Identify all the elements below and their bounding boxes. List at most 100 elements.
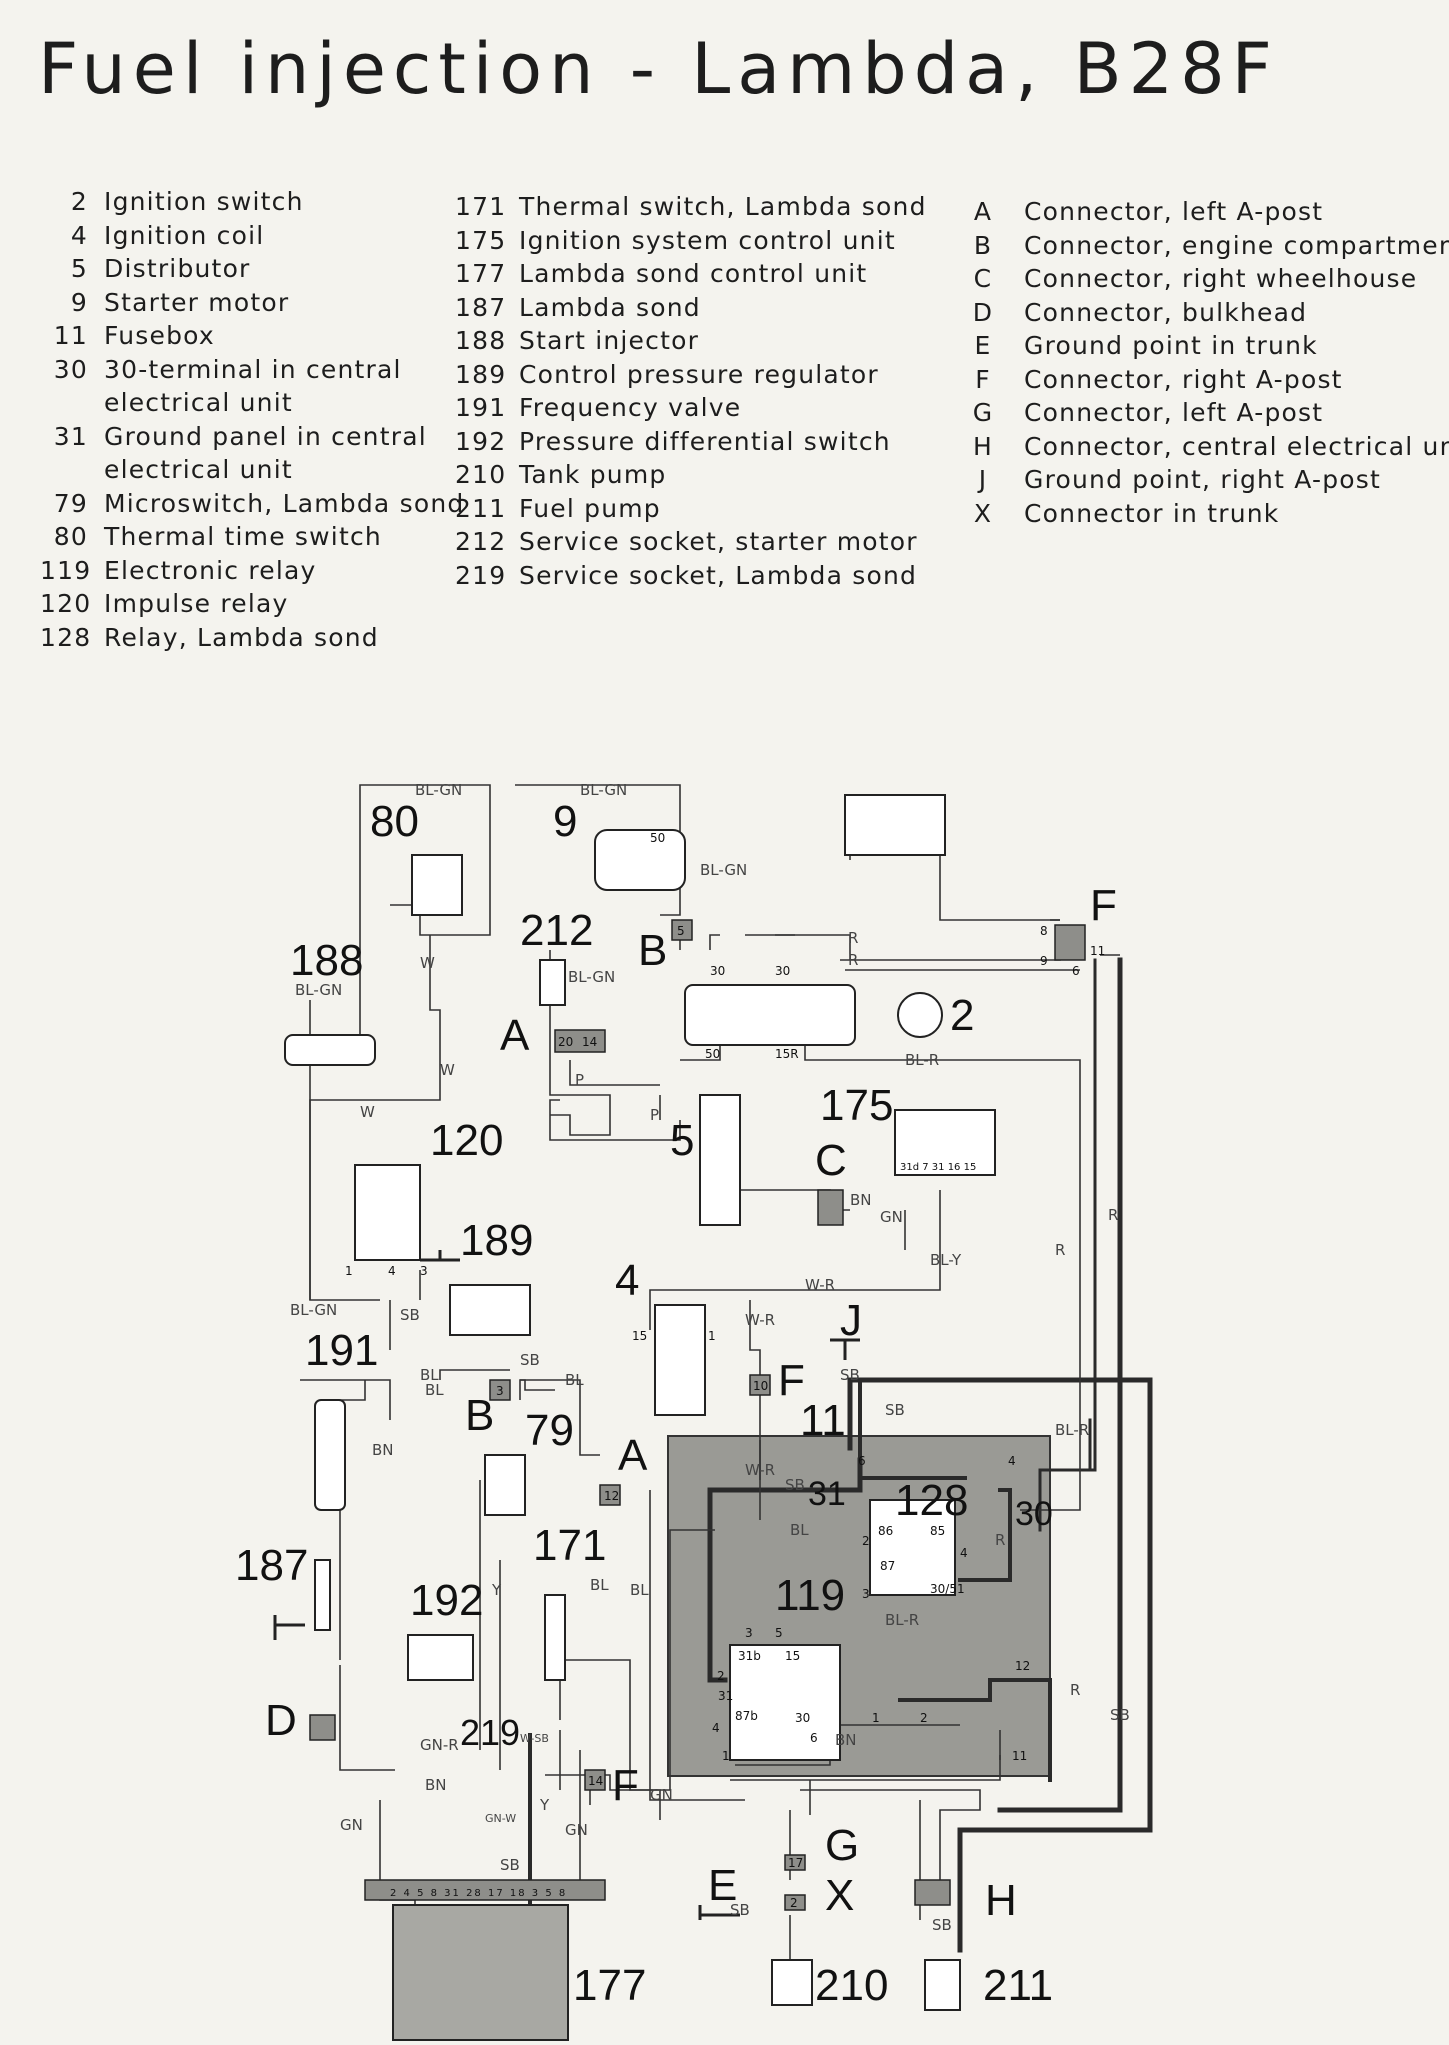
label-c2: 2 <box>950 991 974 1040</box>
legend-component-row: 219 Service socket, Lambda sond <box>455 559 927 593</box>
wire-label: BL <box>425 1381 444 1399</box>
c212-body <box>539 959 566 1006</box>
legend-connector-text: Connector, engine compartment <box>1024 230 1449 260</box>
wire-label: BL-R <box>905 1051 939 1069</box>
c80-body <box>411 854 463 916</box>
legend-connector-key: H <box>973 431 993 461</box>
legend-component-key: 175 <box>455 225 507 255</box>
legend-connector-text: Connector, central electrical unit <box>1024 431 1449 461</box>
legend-connector-text: Connector in trunk <box>1024 498 1280 528</box>
legend-connector-text: Ground point in trunk <box>1024 331 1318 360</box>
connector-B2 <box>489 1379 511 1401</box>
ground-D <box>273 1615 305 1640</box>
c2-key <box>897 992 943 1038</box>
label-c211: 211 <box>983 1961 1053 2010</box>
legend-component-text: Lambda sond control unit <box>519 259 868 288</box>
legend-component-row: 4 Ignition coil <box>40 219 464 253</box>
pin-label: 5 <box>775 1626 783 1640</box>
label-X: X <box>825 1871 854 1920</box>
wire-label: BN <box>850 1191 872 1209</box>
pin-label: 20 <box>558 1035 573 1049</box>
label-c192: 192 <box>410 1576 483 1625</box>
legend-component-text: Ignition coil <box>104 220 265 250</box>
pin-label: 4 <box>1008 1454 1016 1468</box>
pin-label: 3 <box>862 1587 870 1601</box>
label-c219: 219 <box>460 1712 520 1753</box>
legend-component-row: 175 Ignition system control unit <box>455 224 927 258</box>
legend-component-text: Service socket, Lambda sond <box>519 560 918 590</box>
label-J: J <box>840 1296 862 1345</box>
page-title: Fuel injection - Lambda, B28F <box>38 28 1279 110</box>
pin-label: 10 <box>753 1379 768 1393</box>
wire-label: BL-GN <box>580 781 627 799</box>
legend-component-key: 211 <box>455 493 507 523</box>
legend-component-key: 219 <box>455 560 507 590</box>
pin-label: 4 <box>388 1264 396 1278</box>
pin-label: 50 <box>705 1047 720 1061</box>
pin-label: 2 <box>717 1669 725 1683</box>
wire-label: P <box>575 1071 584 1089</box>
legend-component-text: Electronic relay <box>104 555 317 585</box>
pin-label: 1 <box>872 1711 880 1725</box>
legend-component-key: 120 <box>40 589 92 618</box>
pin-label: 6 <box>858 1454 866 1468</box>
legend-connector-row: H Connector, central electrical unit <box>972 430 1449 464</box>
ground-J <box>830 1338 860 1360</box>
label-c210: 210 <box>815 1961 888 2010</box>
connector-B1 <box>671 919 693 941</box>
label-C: C <box>815 1136 847 1185</box>
legend-component-key: 5 <box>70 254 88 283</box>
pin-label: 3 <box>496 1384 504 1398</box>
legend-component-text: Ignition system control unit <box>519 225 896 255</box>
connector-A1 <box>554 1029 606 1053</box>
legend-component-row: 211 Fuel pump <box>455 492 927 526</box>
legend-component-key: 4 <box>70 220 88 250</box>
wire-label: BN <box>835 1731 857 1749</box>
legend-connector-key: G <box>972 398 994 427</box>
c4-body <box>654 1304 706 1416</box>
wire-label: W-R <box>745 1311 775 1329</box>
legend-component-text: Fuel pump <box>519 493 661 523</box>
legend-component-key: 192 <box>455 426 507 456</box>
pin-label: 1 <box>722 1749 730 1763</box>
label-c171: 171 <box>533 1521 606 1570</box>
legend-component-key: 191 <box>455 393 507 422</box>
legend-component-key: 177 <box>455 259 507 288</box>
label-c191: 191 <box>305 1326 378 1375</box>
legend-component-key: 30 <box>53 354 88 384</box>
wire-label: SB <box>885 1401 905 1419</box>
legend-component-text: Distributor <box>104 254 251 283</box>
c189-body <box>449 1284 531 1336</box>
wire-label: BL <box>565 1371 584 1389</box>
label-F2: F <box>778 1356 805 1405</box>
legend-connector-text: Ground point, right A-post <box>1024 465 1382 494</box>
pin-label: 30 <box>710 964 725 978</box>
wire-label: Y <box>491 1581 502 1599</box>
connector-G <box>784 1854 806 1871</box>
label-A2: A <box>618 1431 648 1480</box>
pin-label: 3 <box>745 1626 753 1640</box>
legend-component-text: Lambda sond <box>519 292 701 322</box>
label-c30: 30 <box>1015 1495 1053 1533</box>
legend-component-key: 171 <box>455 192 507 221</box>
wire-label: GN <box>650 1786 673 1804</box>
legend-component-row: 5 Distributor <box>40 252 464 286</box>
label-D: D <box>265 1696 297 1745</box>
pin-labels-175: 31d 7 31 16 15 <box>900 1162 976 1173</box>
ground-120 <box>420 1250 460 1262</box>
label-c11: 11 <box>800 1396 846 1445</box>
wire-label: R <box>1108 1206 1118 1224</box>
c188-body <box>284 1034 376 1066</box>
wire-label: BL <box>420 1366 439 1384</box>
